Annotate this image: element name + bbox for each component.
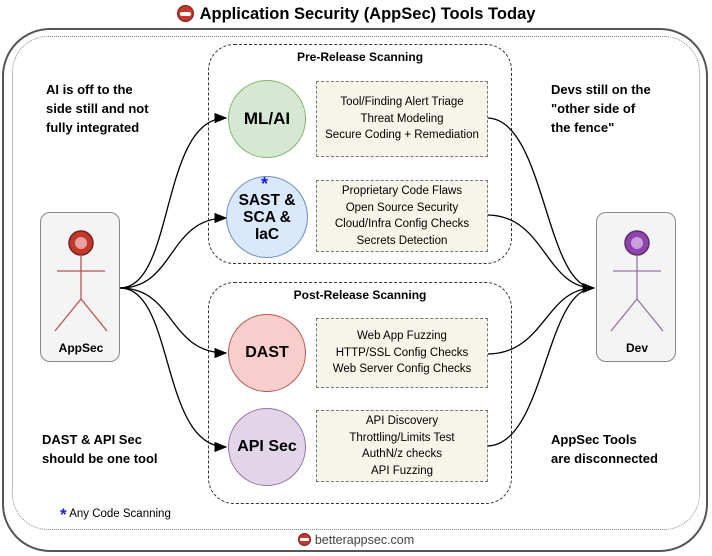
- appsec-actor-label: AppSec: [58, 341, 104, 355]
- apisec-capabilities-box: API Discovery Throttling/Limits Test Aut…: [316, 410, 488, 482]
- outer-frame: [2, 28, 708, 552]
- dast-circle: DAST: [228, 314, 306, 392]
- legend-asterisk-marker: *: [60, 505, 67, 524]
- sast-label-line3: IaC: [254, 225, 280, 243]
- appsec-actor-card: AppSec: [40, 212, 120, 362]
- capability-item: AuthN/z checks: [362, 448, 442, 460]
- devs-note: Devs still on the "other side of the fen…: [551, 80, 651, 137]
- post-release-label: Post-Release Scanning: [293, 288, 427, 302]
- sast-label-line2: SCA &: [243, 208, 291, 226]
- capability-item: Web App Fuzzing: [357, 330, 447, 343]
- post-release-group: [208, 282, 512, 504]
- footer-link[interactable]: betterappsec.com: [314, 533, 415, 547]
- mlai-circle: ML/AI: [228, 80, 306, 158]
- dev-actor-label: Dev: [625, 341, 648, 355]
- mlai-capabilities-box: Tool/Finding Alert Triage Threat Modelin…: [316, 81, 488, 157]
- ai-note-line: AI is off to the: [46, 82, 133, 97]
- sast-capabilities-box: Proprietary Code Flaws Open Source Secur…: [316, 180, 488, 252]
- betterappsec-logo-icon: [176, 5, 194, 22]
- devs-note-line: the fence": [551, 120, 615, 135]
- legend: * Any Code Scanning: [60, 505, 171, 525]
- capability-item: HTTP/SSL Config Checks: [335, 346, 469, 359]
- pre-release-label: Pre-Release Scanning: [296, 50, 424, 64]
- disconnected-note-line: are disconnected: [551, 451, 658, 466]
- sast-circle: SAST & SCA & IaC: [226, 176, 308, 258]
- appsec-to-sast-arrow: [119, 212, 228, 289]
- ai-note: AI is off to the side still and not full…: [46, 80, 149, 137]
- pre-release-group: [208, 44, 512, 264]
- inner-frame: [12, 36, 700, 530]
- dast-api-note: DAST & API Sec should be one tool: [42, 430, 158, 468]
- mlai-to-dev-arrow: [486, 117, 596, 294]
- capability-item: API Fuzzing: [371, 464, 433, 477]
- legend-text: Any Code Scanning: [69, 508, 171, 520]
- dast-capabilities-box: Web App Fuzzing HTTP/SSL Config Checks W…: [316, 318, 488, 388]
- dev-actor-icon: [610, 230, 664, 332]
- capability-item: Tool/Finding Alert Triage: [340, 96, 464, 109]
- apisec-circle: API Sec: [228, 408, 306, 486]
- capability-item: Proprietary Code Flaws: [341, 185, 463, 197]
- appsec-to-dast-arrow: [119, 287, 228, 359]
- footer-logo-icon: [297, 533, 311, 546]
- apisec-label: API Sec: [237, 438, 297, 455]
- dast-api-note-line: DAST & API Sec: [42, 432, 142, 447]
- capability-item: API Discovery: [365, 415, 439, 427]
- dast-to-dev-arrow: [486, 287, 595, 355]
- capability-item: Threat Modeling: [360, 112, 444, 125]
- capability-item: Secure Coding + Remediation: [325, 129, 479, 142]
- devs-note-line: Devs still on the: [551, 82, 651, 97]
- ai-note-line: side still and not: [46, 101, 149, 116]
- diagram-title-row: Application Security (AppSec) Tools Toda…: [0, 5, 712, 24]
- capability-item: Open Source Security: [345, 201, 459, 214]
- dev-actor-card: Dev: [596, 212, 676, 362]
- appsec-to-mlai-arrow: [119, 112, 228, 289]
- diagram-title: Application Security (AppSec) Tools Toda…: [199, 5, 536, 23]
- capability-item: Cloud/Infra Config Checks: [334, 218, 470, 230]
- sast-label-line1: SAST &: [238, 191, 296, 209]
- sast-to-dev-arrow: [486, 214, 595, 289]
- appsec-to-apisec-arrow: [119, 287, 228, 453]
- sast-asterisk-marker: *: [261, 174, 269, 194]
- footer: betterappsec.com: [0, 533, 712, 547]
- devs-note-line: "other side of: [551, 101, 636, 116]
- capability-item: Secrets Detection: [356, 234, 448, 247]
- capability-item: Web Server Config Checks: [332, 363, 472, 376]
- dast-label: DAST: [245, 344, 289, 361]
- disconnected-note-line: AppSec Tools: [551, 432, 637, 447]
- disconnected-note: AppSec Tools are disconnected: [551, 430, 658, 468]
- ai-note-line: fully integrated: [46, 120, 140, 135]
- appsec-actor-icon: [54, 230, 108, 332]
- dast-api-note-line: should be one tool: [42, 451, 158, 466]
- capability-item: Throttling/Limits Test: [349, 431, 455, 444]
- apisec-to-dev-arrow: [486, 287, 595, 447]
- mlai-label: ML/AI: [243, 109, 291, 128]
